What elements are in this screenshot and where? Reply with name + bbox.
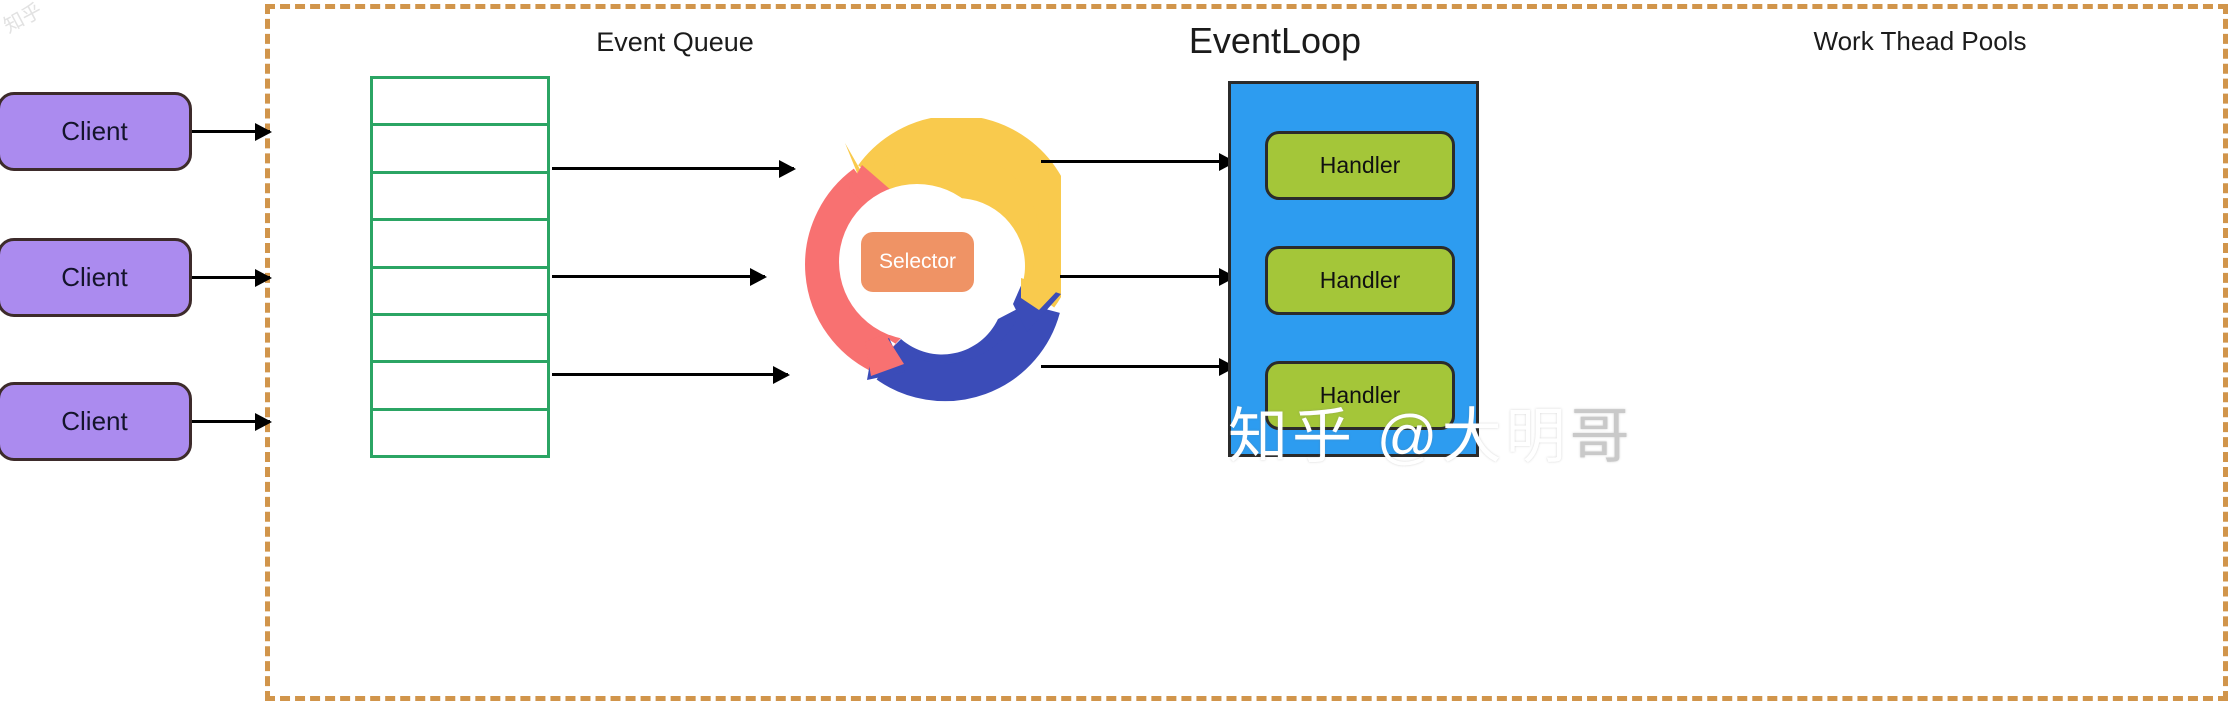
- handler-label: Handler: [1319, 152, 1401, 178]
- arrow-loop-to-handler-2: [1060, 275, 1234, 278]
- handler-label: Handler: [1319, 382, 1401, 408]
- arrow-queue-to-loop-2: [552, 275, 765, 278]
- client-label: Client: [61, 116, 128, 146]
- donut-red-tail: [865, 334, 904, 376]
- client-box-3[interactable]: Client: [0, 382, 192, 461]
- arrow-client1-to-server: [192, 130, 270, 133]
- donut-yellow-band: [858, 118, 1061, 308]
- client-box-2[interactable]: Client: [0, 238, 192, 317]
- arrow-client3-to-server: [192, 420, 270, 423]
- arrow-loop-to-handler-3: [1041, 365, 1234, 368]
- handler-box-2[interactable]: Handler: [1265, 246, 1455, 315]
- arrow-client2-to-server: [192, 276, 270, 279]
- donut-blue-band: [876, 302, 1060, 402]
- thread-pool-title: Work Thead Pools: [1813, 26, 2027, 56]
- queue-cell[interactable]: [373, 410, 547, 455]
- thread-pool-panel: Handler Handler Handler: [1228, 81, 1479, 457]
- client-label: Client: [61, 262, 128, 292]
- handler-label: Handler: [1319, 267, 1401, 293]
- arrow-loop-to-handler-1: [1041, 160, 1234, 163]
- client-box-1[interactable]: Client: [0, 92, 192, 171]
- donut-red-band: [805, 168, 889, 371]
- client-label: Client: [61, 406, 128, 436]
- corner-watermark: 知乎: [0, 0, 46, 38]
- queue-cell[interactable]: [373, 79, 547, 127]
- queue-cell[interactable]: [373, 315, 547, 364]
- handler-box-3[interactable]: Handler: [1265, 361, 1455, 430]
- queue-cell[interactable]: [373, 363, 547, 411]
- event-queue-title: Event Queue: [596, 27, 754, 57]
- handler-box-1[interactable]: Handler: [1265, 131, 1455, 200]
- server-boundary: [265, 4, 2228, 701]
- selector-node[interactable]: Selector: [861, 232, 974, 292]
- queue-cell[interactable]: [373, 173, 547, 222]
- queue-cell[interactable]: [373, 126, 547, 174]
- selector-label: Selector: [878, 250, 957, 273]
- queue-cell[interactable]: [373, 268, 547, 316]
- arrow-queue-to-loop-1: [552, 167, 794, 170]
- queue-cell[interactable]: [373, 221, 547, 269]
- arrow-queue-to-loop-3: [552, 373, 788, 376]
- donut-yellow-arrowhead: [859, 150, 897, 192]
- event-queue-table: [370, 76, 550, 458]
- event-loop-title: EventLoop: [1188, 20, 1362, 61]
- donut-yellow-tail: [1021, 278, 1058, 310]
